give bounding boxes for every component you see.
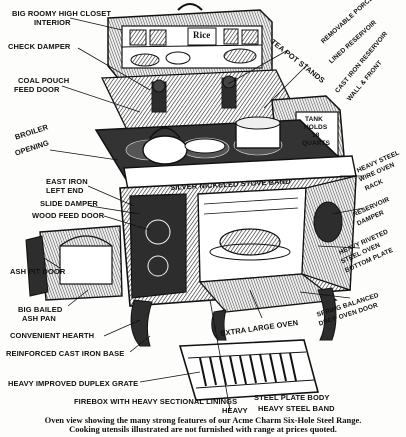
- label-slide-damper: SLIDE DAMPER: [40, 200, 98, 208]
- label-duplex-grate: HEAVY IMPROVED DUPLEX GRATE: [8, 380, 138, 388]
- label-quarts: QUARTS: [302, 140, 330, 147]
- ash-pan: [26, 226, 122, 300]
- label-convenient-hearth: CONVENIENT HEARTH: [10, 332, 94, 340]
- label-big-bailed: BIG BAILED: [18, 306, 62, 314]
- label-closet-interior: INTERIOR: [34, 19, 71, 27]
- label-east-iron: EAST IRON: [46, 178, 88, 186]
- label-check-damper: CHECK DAMPER: [8, 43, 70, 51]
- label-reinforced-base: REINFORCED CAST IRON BASE: [6, 350, 124, 358]
- label-coal-pouch: COAL POUCH: [18, 77, 69, 85]
- label-heavy-steel-band: HEAVY STEEL BAND: [258, 405, 335, 413]
- label-ash-pan: ASH PAN: [22, 315, 56, 323]
- label-steel-plate-body: STEEL PLATE BODY: [254, 394, 330, 402]
- label-firebox: FIREBOX WITH HEAVY SECTIONAL LININGS: [74, 398, 237, 406]
- label-feed-door: FEED DOOR: [14, 86, 60, 94]
- label-rice-jar: Rice: [193, 31, 210, 39]
- caption-line-2: Cooking utensils illustrated are not fur…: [0, 425, 406, 434]
- label-holds: HOLDS: [304, 124, 327, 131]
- label-heavy: HEAVY: [222, 407, 248, 415]
- label-qts-number: 18: [312, 132, 319, 139]
- high-closet: [108, 4, 272, 78]
- duplex-grate: [180, 340, 318, 400]
- label-ash-pit-door: ASH PIT DOOR: [10, 268, 65, 276]
- label-closet: BIG ROOMY HIGH CLOSET: [12, 10, 111, 18]
- label-wood-feed-door: WOOD FEED DOOR: [32, 212, 104, 220]
- label-left-end: LEFT END: [46, 187, 83, 195]
- label-tank: TANK: [305, 116, 323, 123]
